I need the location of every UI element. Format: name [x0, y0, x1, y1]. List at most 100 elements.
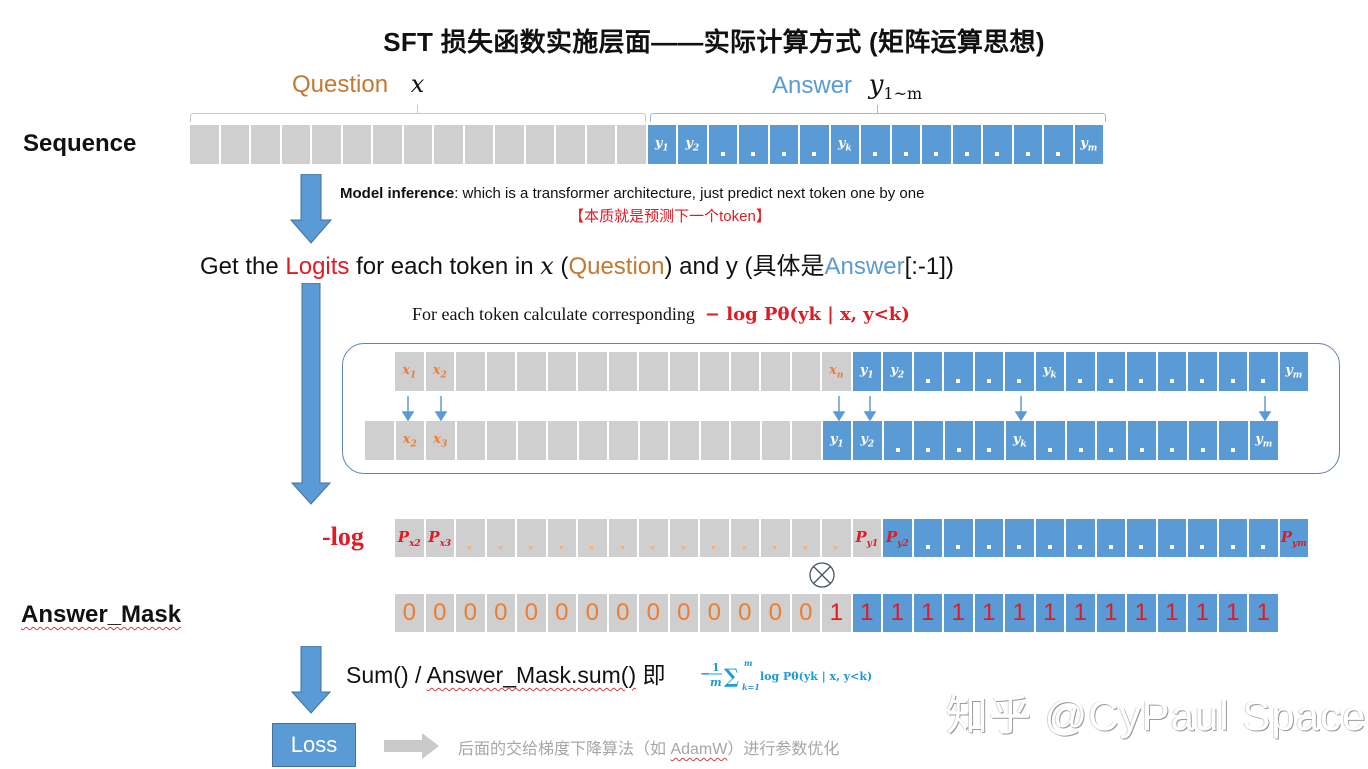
- prob-cell-answer: [1096, 519, 1127, 557]
- mask-value: 1: [1012, 599, 1026, 626]
- target-question-cell: [609, 421, 640, 460]
- mask-cell: 0: [639, 594, 670, 632]
- ellipsis-dot: [956, 448, 961, 452]
- input-question-cell: [486, 352, 517, 391]
- ellipsis-dot: [781, 152, 786, 156]
- target-answer-cell: [883, 421, 914, 460]
- logits-x: x: [540, 252, 554, 280]
- prob-cell-answer: [1005, 519, 1036, 557]
- question-brace-tick: [417, 105, 418, 113]
- answer-token-cell: yk: [830, 125, 861, 164]
- token-label: xn: [829, 362, 844, 381]
- target-answer-cell: y2: [853, 421, 884, 460]
- question-brace: [190, 113, 646, 122]
- question-token-cell: [403, 125, 434, 164]
- target-question-cell: x3: [426, 421, 457, 460]
- target-question-cell: [700, 421, 731, 460]
- logits-answer: Answer: [824, 253, 905, 280]
- ellipsis-dot: [620, 546, 624, 549]
- down-arrow-icon: [290, 174, 332, 244]
- input-answer-cell: y2: [883, 352, 914, 391]
- ellipsis-dot: [956, 379, 961, 383]
- ellipsis-dot: [803, 546, 807, 549]
- sum-formula-graphic: − 1 m ∑ m k=1 log Pθ(yk | x, y<k): [700, 658, 872, 692]
- input-answer-cell: [944, 352, 975, 391]
- target-question-cell: [639, 421, 670, 460]
- sum-suffix: 即: [636, 662, 666, 688]
- target-answer-cell: [944, 421, 975, 460]
- token-label: Py2: [885, 527, 909, 549]
- mask-cell: 0: [608, 594, 639, 632]
- input-question-cell: x2: [425, 352, 456, 391]
- prob-cell-answer: [1127, 519, 1158, 557]
- svg-text:m: m: [710, 676, 722, 689]
- ellipsis-dot: [559, 546, 563, 549]
- ellipsis-dot: [498, 546, 502, 549]
- ellipsis-dot: [925, 379, 930, 383]
- mask-value: 1: [1104, 599, 1118, 626]
- target-question-cell: [670, 421, 701, 460]
- target-answer-cell: [1066, 421, 1097, 460]
- prob-cell: [669, 519, 700, 557]
- input-answer-cell: [1188, 352, 1219, 391]
- target-answer-cell: [1036, 421, 1067, 460]
- mask-value: 0: [799, 599, 813, 626]
- mask-cell: 0: [395, 594, 426, 632]
- logits-question: Question: [568, 253, 665, 280]
- ellipsis-dot: [1108, 379, 1113, 383]
- token-label: yk: [1012, 431, 1027, 450]
- question-token-cell: [312, 125, 343, 164]
- prob-cell: [517, 519, 548, 557]
- mask-value: 0: [768, 599, 782, 626]
- token-label: ym: [1255, 431, 1273, 450]
- mask-cell-answer: 1: [1188, 594, 1219, 632]
- prob-cell: [639, 519, 670, 557]
- mask-value: 0: [616, 599, 630, 626]
- token-label: x2: [402, 431, 417, 450]
- input-answer-cell: [974, 352, 1005, 391]
- mask-cell-answer: 1: [1096, 594, 1127, 632]
- ellipsis-dot: [1230, 379, 1235, 383]
- ellipsis-dot: [1231, 448, 1236, 452]
- prob-cell: [822, 519, 853, 557]
- logits-prefix: Get the: [200, 253, 286, 280]
- ellipsis-dot: [834, 546, 838, 549]
- prob-cell-answer: [944, 519, 975, 557]
- answer-token-cell: [861, 125, 892, 164]
- prob-cell-answer: [1249, 519, 1280, 557]
- ellipsis-dot: [1109, 448, 1114, 452]
- input-answer-cell: [1157, 352, 1188, 391]
- prob-cell: [578, 519, 609, 557]
- inference-bold: Model inference: [340, 185, 455, 202]
- prob-cell-answer: [1188, 519, 1219, 557]
- target-question-cell: [578, 421, 609, 460]
- question-token-cell: [525, 125, 556, 164]
- mask-sum-text: Answer_Mask.sum(): [426, 662, 637, 688]
- mask-cell: 0: [547, 594, 578, 632]
- prob-cell-answer: [1218, 519, 1249, 557]
- sum-formula: − 1 m ∑ m k=1 log Pθ(yk | x, y<k): [698, 656, 888, 695]
- token-label: Px3: [428, 527, 452, 549]
- target-question-cell: [731, 421, 762, 460]
- ellipsis-dot: [590, 546, 594, 549]
- mask-cell-answer: 1: [1035, 594, 1066, 632]
- mask-value: 1: [951, 599, 965, 626]
- ellipsis-dot: [651, 546, 655, 549]
- ellipsis-dot: [934, 152, 939, 156]
- ellipsis-dot: [903, 152, 908, 156]
- question-label: Question x: [292, 70, 424, 99]
- mask-value: 0: [463, 599, 477, 626]
- ellipsis-dot: [1017, 379, 1022, 383]
- mask-value: 0: [402, 599, 416, 626]
- answer-token-cell: [983, 125, 1014, 164]
- ellipsis-dot: [468, 546, 472, 549]
- target-answer-cell: y1: [822, 421, 853, 460]
- ellipsis-dot: [1108, 545, 1113, 549]
- inference-text: Model inference: which is a transformer …: [340, 185, 924, 202]
- prob-cell-answer: [974, 519, 1005, 557]
- ellipsis-dot: [1261, 379, 1266, 383]
- ellipsis-dot: [1169, 379, 1174, 383]
- mask-value: 1: [1073, 599, 1087, 626]
- mask-value: 0: [646, 599, 660, 626]
- question-token-cell: [586, 125, 617, 164]
